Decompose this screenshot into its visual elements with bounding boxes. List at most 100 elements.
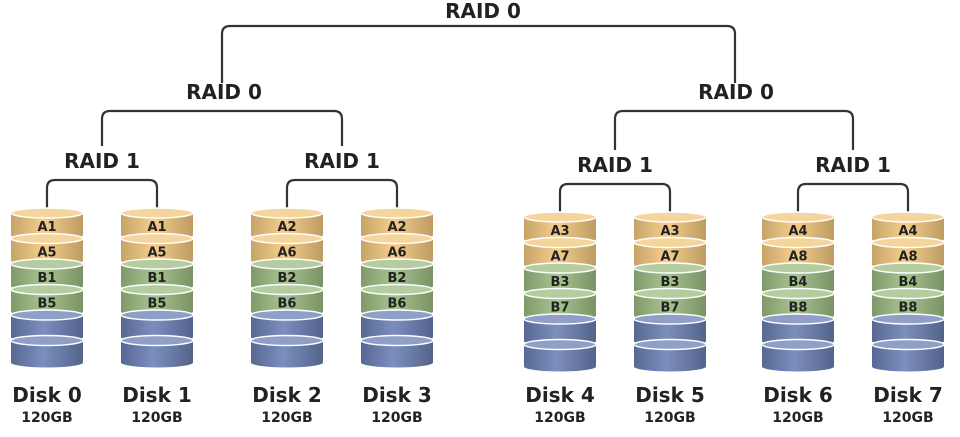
block-top (250, 309, 324, 321)
block-top (10, 258, 84, 270)
block-A3 (634, 217, 706, 244)
block-A5 (121, 238, 193, 266)
block-top (120, 207, 194, 219)
disk-name-label: Disk 4 (525, 383, 595, 407)
block-label: A1 (37, 220, 56, 235)
block-A8 (872, 242, 944, 270)
block-top (761, 313, 835, 325)
block-label: B8 (899, 301, 918, 316)
disk-size-label: 120GB (882, 410, 934, 426)
block-top (360, 334, 434, 347)
disk-name-label: Disk 7 (873, 383, 943, 407)
disk-name-label: Disk 6 (763, 383, 833, 407)
disk-size-label: 120GB (644, 410, 696, 426)
root-raid-label: RAID 0 (445, 0, 521, 23)
block-top (250, 283, 324, 296)
root-connector (220, 24, 737, 83)
disk-size-label: 120GB (371, 410, 423, 426)
block-top (10, 283, 84, 296)
block-top (360, 309, 434, 321)
block-top (633, 262, 707, 274)
disk-name-label: Disk 0 (12, 383, 82, 407)
block-top (360, 207, 434, 219)
block-top (523, 262, 597, 274)
raid1-connector (796, 182, 910, 215)
block-top (10, 309, 84, 321)
block-A3 (524, 217, 596, 244)
block-top (120, 258, 194, 270)
block-A4 (872, 217, 944, 244)
disk-size-label: 120GB (772, 410, 824, 426)
block-A7 (524, 242, 596, 270)
block-label: A3 (660, 224, 679, 239)
empty-block (361, 315, 433, 342)
block-top (120, 232, 194, 245)
block-label: B8 (789, 301, 808, 316)
block-B6 (361, 289, 433, 317)
empty-block (634, 344, 706, 372)
block-label: A5 (37, 246, 56, 261)
block-label: A8 (898, 250, 917, 265)
block-top (120, 334, 194, 347)
block-B3 (524, 268, 596, 295)
block-top (10, 207, 84, 219)
block-label: A8 (788, 250, 807, 265)
block-top (250, 334, 324, 347)
block-label: B1 (38, 271, 57, 286)
block-B4 (872, 268, 944, 295)
empty-block (251, 315, 323, 342)
block-top (250, 258, 324, 270)
raid1-connector (558, 182, 672, 215)
block-top (761, 211, 835, 223)
block-top (120, 309, 194, 321)
block-A7 (634, 242, 706, 270)
empty-block (11, 340, 83, 368)
block-label: B3 (661, 275, 680, 290)
block-top (871, 287, 945, 300)
block-label: B3 (551, 275, 570, 290)
raid1-label: RAID 1 (64, 149, 140, 173)
block-B1 (11, 264, 83, 291)
block-B6 (251, 289, 323, 317)
block-top (523, 287, 597, 300)
block-B5 (11, 289, 83, 317)
block-A6 (361, 238, 433, 266)
empty-block (11, 315, 83, 342)
block-label: B4 (789, 275, 808, 290)
block-B1 (121, 264, 193, 291)
block-top (523, 338, 597, 351)
block-top (523, 236, 597, 249)
block-top (633, 211, 707, 223)
block-B2 (251, 264, 323, 291)
block-A2 (361, 213, 433, 240)
block-label: A2 (387, 220, 406, 235)
block-A2 (251, 213, 323, 240)
raid0-connector (613, 109, 855, 150)
block-top (250, 207, 324, 219)
block-label: B6 (388, 297, 407, 312)
block-top (871, 211, 945, 223)
block-label: A4 (898, 224, 917, 239)
block-label: B7 (551, 301, 570, 316)
block-top (761, 287, 835, 300)
block-top (523, 211, 597, 223)
block-top (871, 236, 945, 249)
block-top (360, 232, 434, 245)
block-top (360, 283, 434, 296)
block-top (761, 236, 835, 249)
empty-block (251, 340, 323, 368)
block-B5 (121, 289, 193, 317)
block-top (633, 313, 707, 325)
block-label: B1 (148, 271, 167, 286)
block-B8 (872, 293, 944, 321)
block-A8 (762, 242, 834, 270)
block-top (10, 232, 84, 245)
raid0-label: RAID 0 (186, 80, 262, 104)
empty-block (872, 319, 944, 346)
block-label: A1 (147, 220, 166, 235)
empty-block (762, 344, 834, 372)
block-B7 (634, 293, 706, 321)
